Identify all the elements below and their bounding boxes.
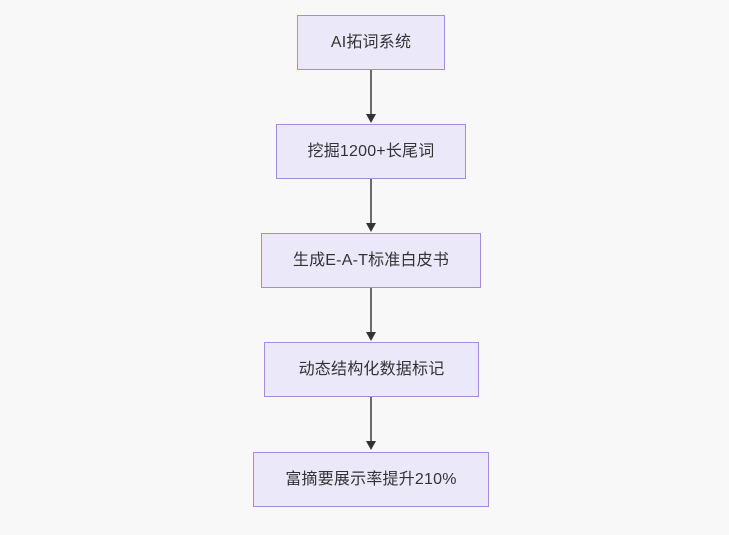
flow-node-generate-eat-whitepaper[interactable]: 生成E-A-T标准白皮书 bbox=[261, 233, 481, 288]
flow-node-dynamic-structured-data-markup[interactable]: 动态结构化数据标记 bbox=[264, 342, 479, 397]
flow-node-ai-keyword-system[interactable]: AI拓词系统 bbox=[297, 15, 445, 70]
flow-node-label: 生成E-A-T标准白皮书 bbox=[292, 251, 450, 269]
flow-edge-n2-n3 bbox=[370, 179, 372, 224]
arrow-down-icon bbox=[366, 114, 376, 123]
flow-node-mine-longtail-keywords[interactable]: 挖掘1200+长尾词 bbox=[276, 124, 466, 179]
arrow-down-icon bbox=[366, 441, 376, 450]
flow-node-label: AI拓词系统 bbox=[330, 33, 412, 51]
arrow-down-icon bbox=[366, 223, 376, 232]
flow-node-label: 动态结构化数据标记 bbox=[298, 360, 445, 378]
flow-edge-n4-n5 bbox=[370, 397, 372, 442]
arrow-down-icon bbox=[366, 332, 376, 341]
flow-node-label: 富摘要展示率提升210% bbox=[285, 470, 457, 488]
flow-edge-n3-n4 bbox=[370, 288, 372, 333]
flow-edge-n1-n2 bbox=[370, 70, 372, 115]
flow-node-label: 挖掘1200+长尾词 bbox=[307, 142, 435, 160]
flow-node-rich-snippet-impression-lift[interactable]: 富摘要展示率提升210% bbox=[253, 452, 489, 507]
